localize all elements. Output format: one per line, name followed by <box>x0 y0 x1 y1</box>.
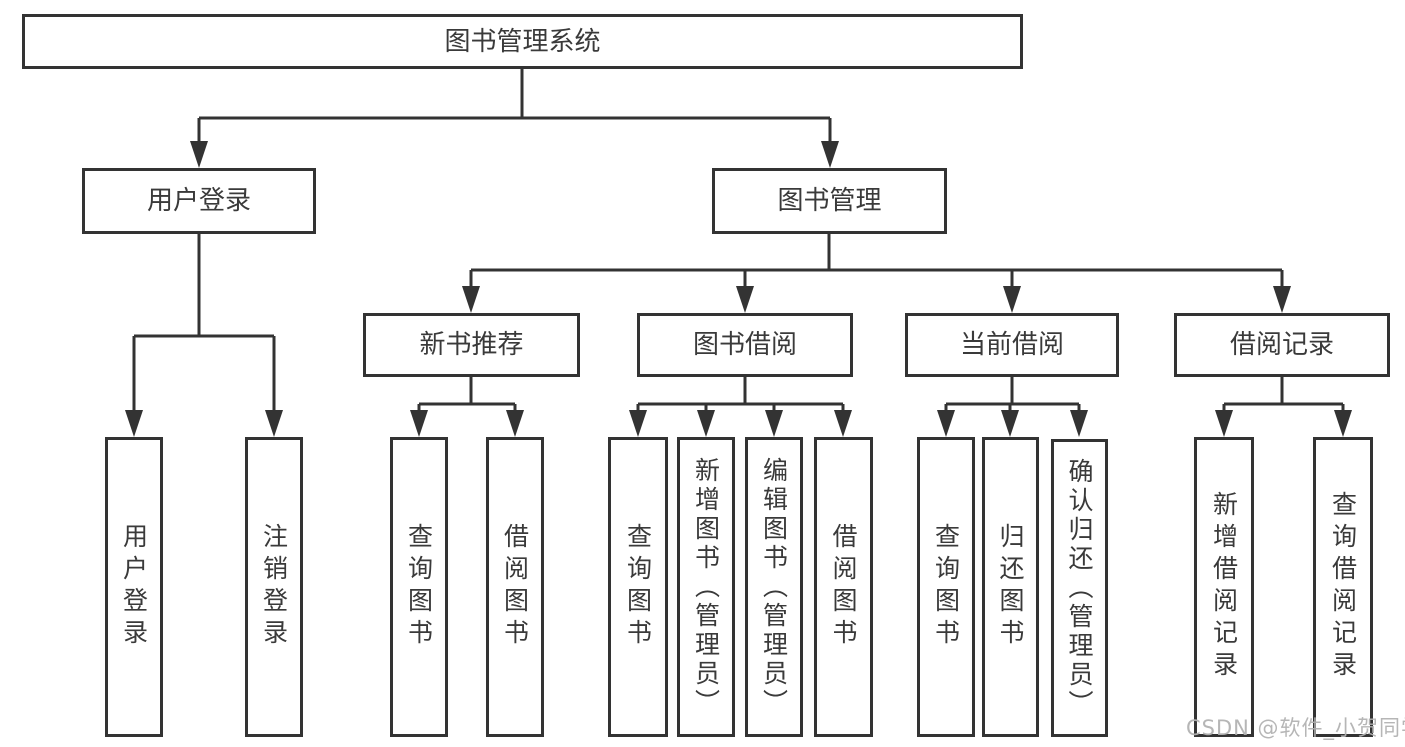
arrowhead <box>462 286 480 313</box>
node-new-book-recommendation: 新书推荐 <box>363 313 580 377</box>
arrowhead <box>1003 286 1021 313</box>
node-book-borrowing: 图书借阅 <box>637 313 853 377</box>
node-library-management-system: 图书管理系统 <box>22 14 1023 69</box>
arrowhead <box>765 410 783 437</box>
arrowhead <box>1215 410 1233 437</box>
connector-book-borrowing-branch <box>629 377 852 437</box>
arrowhead <box>821 141 839 168</box>
arrowhead <box>1273 286 1291 313</box>
arrowhead <box>1001 410 1019 437</box>
leaf-add-borrowing-record: 新增借阅记录 <box>1194 437 1254 737</box>
leaf-edit-books-admin: 编辑图书（管理员） <box>745 437 803 737</box>
watermark: CSDN @软件_小贺同学 <box>1186 716 1405 740</box>
connector-borrowing-records-branch <box>1215 377 1352 437</box>
arrowhead <box>265 410 283 437</box>
leaf-logout: 注销登录 <box>245 437 303 737</box>
connector-current-borrowing-branch <box>937 377 1088 437</box>
leaf-query-books-recommendation: 查询图书 <box>390 437 448 737</box>
connector-new-book-recommendation-branch <box>410 377 524 437</box>
arrowhead <box>125 410 143 437</box>
arrowhead <box>1070 410 1088 437</box>
arrowhead <box>410 410 428 437</box>
connector-user-login-branch <box>125 234 283 437</box>
node-user-login: 用户登录 <box>82 168 316 234</box>
leaf-user-login: 用户登录 <box>105 437 163 737</box>
arrowhead <box>629 410 647 437</box>
leaf-query-borrowing-record: 查询借阅记录 <box>1313 437 1373 737</box>
arrowhead <box>1334 410 1352 437</box>
connector-root-to-level2 <box>190 69 839 168</box>
node-book-management: 图书管理 <box>712 168 947 234</box>
leaf-borrow-books-borrowing: 借阅图书 <box>814 437 873 737</box>
arrowhead <box>834 410 852 437</box>
leaf-borrow-books-recommendation: 借阅图书 <box>486 437 544 737</box>
arrowhead <box>736 286 754 313</box>
leaf-add-books-admin: 新增图书（管理员） <box>677 437 735 737</box>
leaf-return-books: 归还图书 <box>982 437 1039 737</box>
arrowhead <box>506 410 524 437</box>
node-borrowing-records: 借阅记录 <box>1174 313 1390 377</box>
node-current-borrowing: 当前借阅 <box>905 313 1119 377</box>
leaf-query-books-current: 查询图书 <box>917 437 975 737</box>
connector-book-management-branch <box>462 234 1291 313</box>
arrowhead <box>190 141 208 168</box>
leaf-confirm-return-admin: 确认归还（管理员） <box>1051 439 1108 737</box>
leaf-query-books-borrowing: 查询图书 <box>608 437 668 737</box>
arrowhead <box>697 410 715 437</box>
arrowhead <box>937 410 955 437</box>
